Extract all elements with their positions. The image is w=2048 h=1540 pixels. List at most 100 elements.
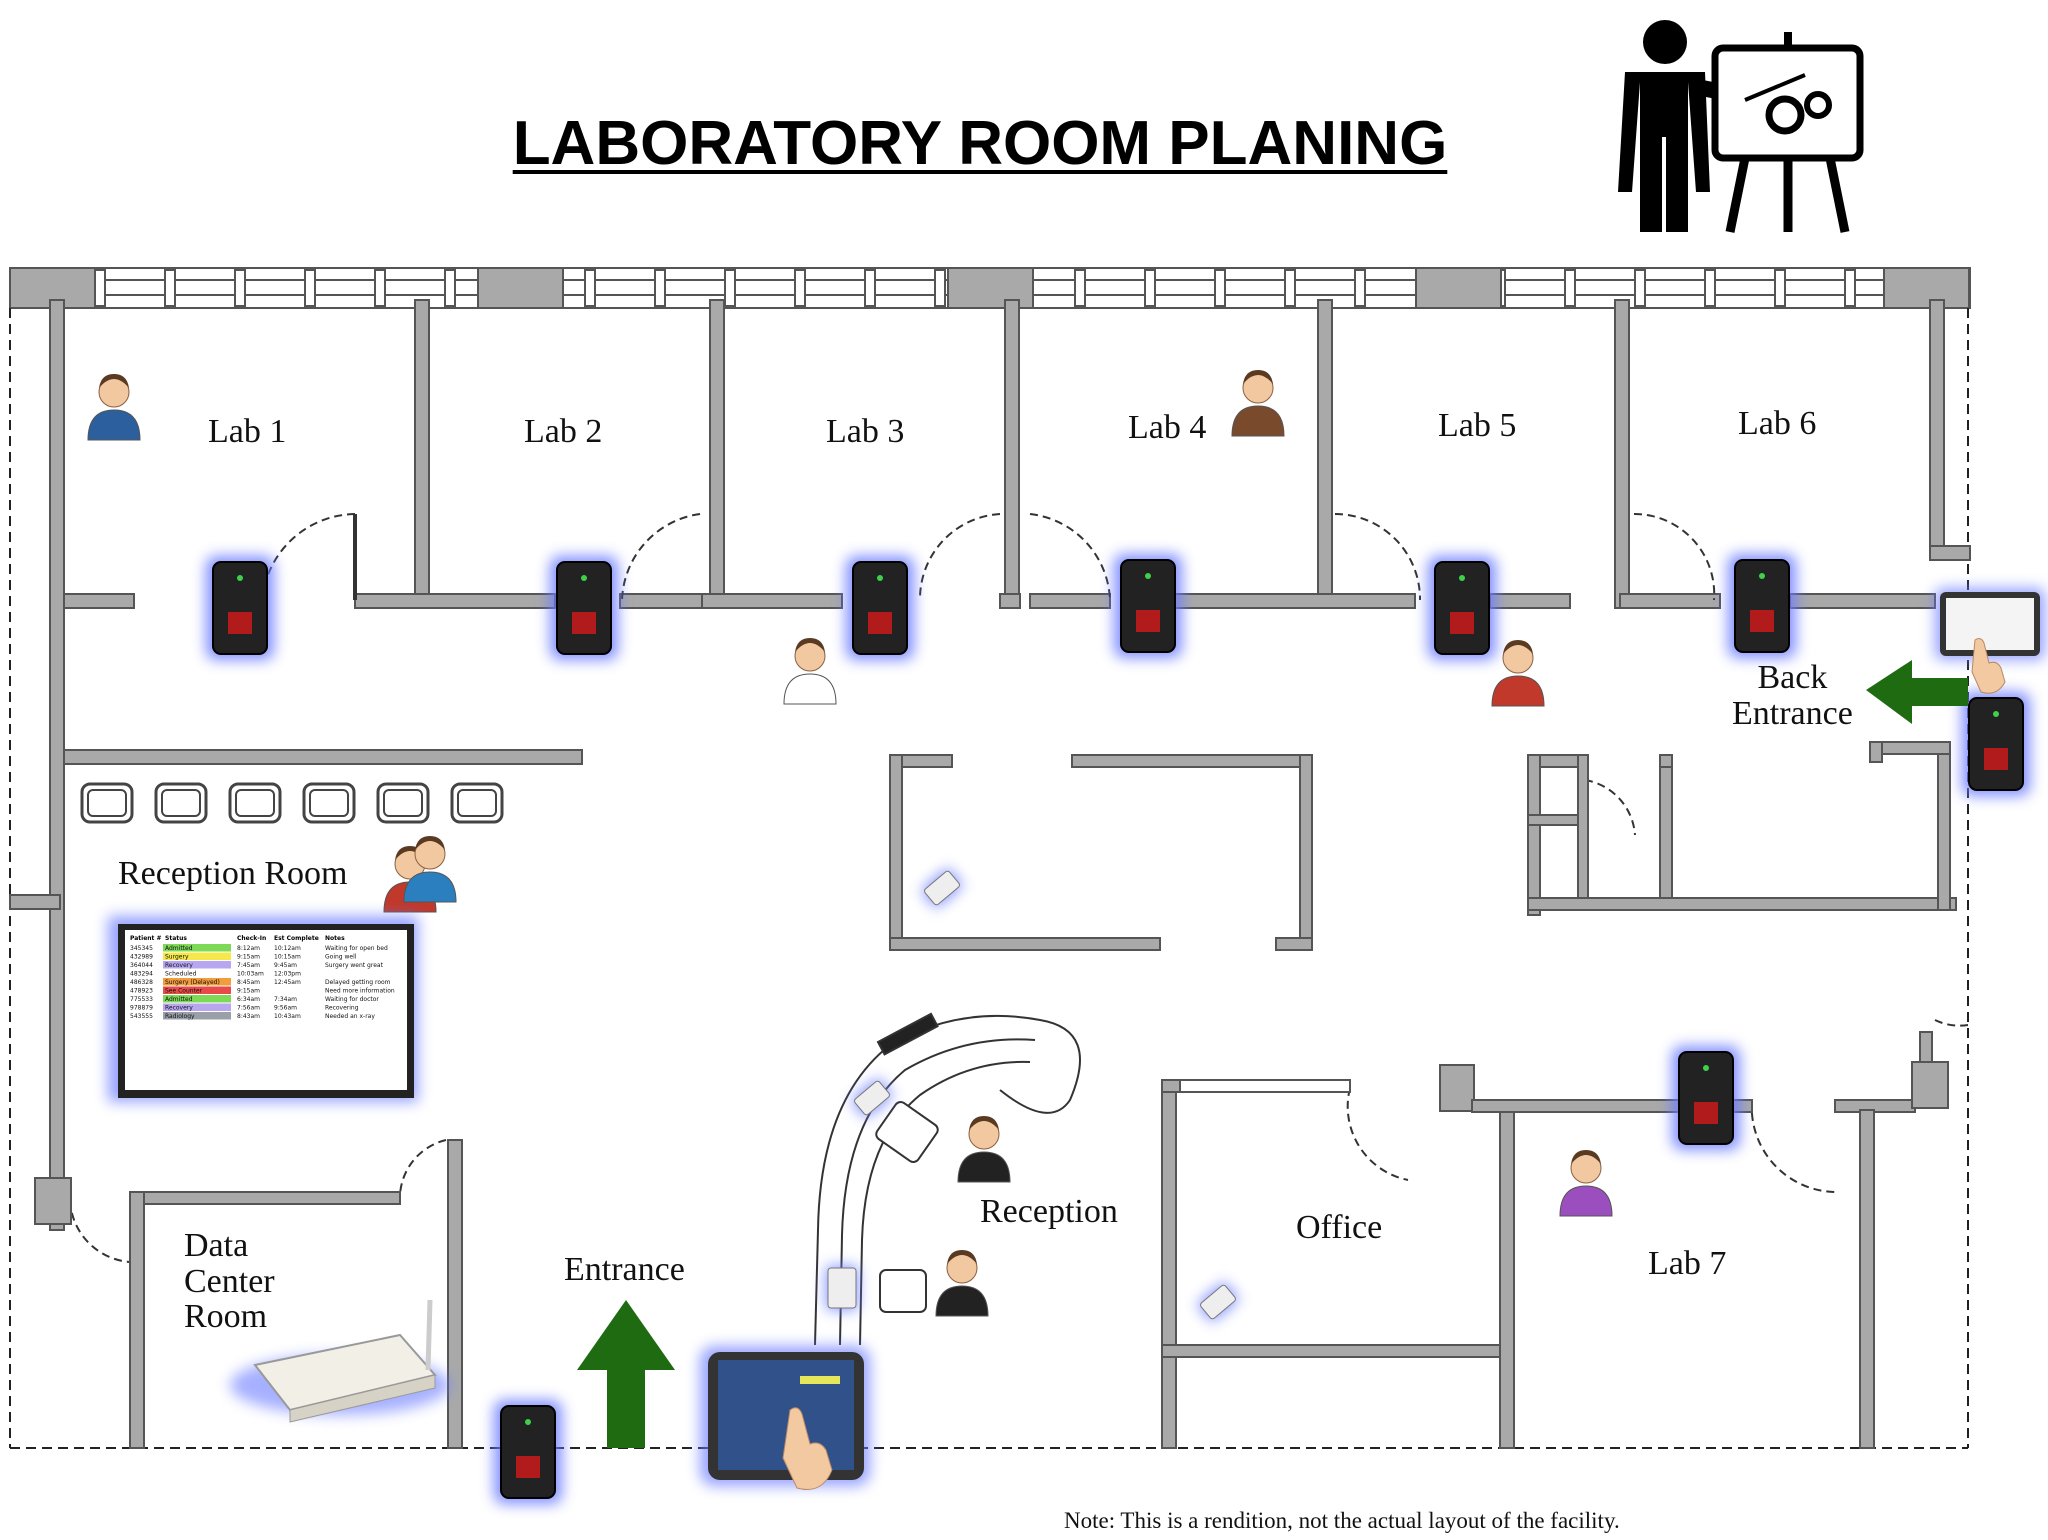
- door-swings: [69, 512, 1969, 1263]
- status-board-cell: 7:56am: [237, 1005, 260, 1012]
- rfid-reader-icon: [1672, 1046, 1740, 1150]
- status-board-cell: 432989: [130, 954, 153, 961]
- status-board-cell: 7:45am: [237, 962, 260, 969]
- person-icon: [403, 836, 457, 903]
- status-board-cell: 775533: [130, 996, 153, 1003]
- lab-5-label: Lab 5: [1438, 407, 1517, 444]
- status-board-cell: Admitted: [165, 945, 193, 952]
- status-board-row: 432989 Surgery 9:15am 10:15am Going well: [130, 952, 357, 961]
- lab-2-label: Lab 2: [524, 413, 603, 450]
- rfid-reader-icon: [1114, 554, 1182, 658]
- status-board-cell: Waiting for open bed: [325, 945, 388, 952]
- status-board-cell: 10:12am: [274, 945, 301, 952]
- status-board-cell: Radiology: [165, 1013, 195, 1020]
- status-board-cell: 6:34am: [237, 996, 260, 1003]
- person-icon: [87, 374, 141, 441]
- lab-6-label: Lab 6: [1738, 405, 1817, 442]
- rfid-reader-icon: [550, 556, 618, 660]
- bottom-walls: [34, 1031, 1949, 1449]
- status-board-cell: 10:15am: [274, 954, 301, 961]
- waiting-chairs: [80, 782, 504, 824]
- status-board-cell: 8:12am: [237, 945, 260, 952]
- status-board-cell: 8:45am: [237, 979, 260, 986]
- badge-devices: [826, 868, 1239, 1322]
- monitor-icon: Patient #Status Check-In Est Complete Notes…: [108, 916, 418, 1102]
- desk-chairs: [875, 1100, 939, 1313]
- rfid-reader-icon: [1428, 556, 1496, 660]
- person-icon: [935, 1250, 989, 1317]
- rfid-readers: [206, 554, 2030, 1504]
- tablet-icon: [700, 1346, 870, 1490]
- chair-icon: [154, 782, 208, 824]
- people: [87, 370, 1613, 1317]
- status-board-cell: 10:43am: [274, 1013, 301, 1020]
- status-board-cell: 12:45am: [274, 979, 301, 986]
- status-board-cell: Scheduled: [165, 971, 197, 978]
- status-board-cell: 9:15am: [237, 988, 260, 995]
- rfid-reader-icon: [846, 556, 914, 660]
- status-board-cell: 9:15am: [237, 954, 260, 961]
- status-board-cell: 8:43am: [237, 1013, 260, 1020]
- status-board-row: 483294 Scheduled 10:03am 12:03pm: [130, 969, 301, 978]
- page-title: LABORATORY ROOM PLANING: [512, 109, 1448, 178]
- status-board-cell: Recovery: [165, 1005, 193, 1012]
- person-icon: [1559, 1150, 1613, 1217]
- status-board-cell: 478923: [130, 988, 153, 995]
- lab-3-label: Lab 3: [826, 413, 905, 450]
- presenter-icon: [1618, 20, 1864, 233]
- status-board-cell: Surgery went great: [325, 962, 384, 969]
- reception-desk: [814, 1012, 1081, 1346]
- status-board-cell: 10:03am: [237, 971, 264, 978]
- status-board-header-cell: Patient #: [130, 935, 162, 942]
- status-board-cell: 9:56am: [274, 1005, 297, 1012]
- reception-label: Reception: [980, 1193, 1118, 1230]
- status-board-cell: Recovering: [325, 1005, 359, 1012]
- lab-4-label: Lab 4: [1128, 409, 1207, 446]
- status-board-header-cell: Status: [165, 935, 187, 942]
- status-board-cell: Surgery (Delayed): [165, 979, 220, 986]
- status-board-header: Patient #Status Check-In Est Complete Notes: [130, 935, 345, 942]
- status-board-cell: 364044: [130, 962, 153, 969]
- chair-icon: [302, 782, 356, 824]
- lab-1-label: Lab 1: [208, 413, 287, 450]
- status-board-cell: Delayed getting room: [325, 979, 391, 986]
- entrance-label: Entrance: [564, 1251, 685, 1288]
- status-board-cell: Waiting for doctor: [325, 996, 379, 1003]
- status-board-cell: 543555: [130, 1013, 153, 1020]
- center-rooms: [889, 741, 1957, 951]
- person-icon: [1231, 370, 1285, 437]
- rfid-reader-icon: [206, 556, 274, 660]
- status-board-header-cell: Est Complete: [274, 935, 319, 942]
- lab-7-label: Lab 7: [1648, 1245, 1727, 1282]
- status-board-cell: Going well: [325, 954, 357, 961]
- status-board-cell: 9:45am: [274, 962, 297, 969]
- person-icon: [957, 1116, 1011, 1183]
- status-board-header-cell: Check-In: [237, 935, 266, 942]
- data-center-label: Data Center Room: [184, 1227, 275, 1336]
- person-icon: [783, 638, 837, 705]
- chair-icon: [228, 782, 282, 824]
- lab-walls: [9, 299, 1971, 1231]
- status-board-row: 978879 Recovery 7:56am 9:56am Recovering: [130, 1003, 359, 1012]
- status-board-header-cell: Notes: [325, 935, 345, 942]
- top-wall: [9, 267, 1971, 309]
- status-board-row: 345345 Admitted 8:12am 10:12am Waiting for o…: [130, 944, 388, 952]
- status-board-cell: Surgery: [165, 954, 189, 961]
- person-icon: [1491, 640, 1545, 707]
- chair-icon: [450, 782, 504, 824]
- status-board-cell: 978879: [130, 1005, 153, 1012]
- status-board-cell: 483294: [130, 971, 153, 978]
- status-board-cell: 345345: [130, 945, 153, 952]
- outer-boundary: [9, 308, 1969, 1449]
- status-board-cell: 12:03pm: [274, 971, 301, 978]
- back-entrance-label: Back Entrance: [1732, 659, 1853, 732]
- rfid-reader-icon: [1728, 554, 1796, 658]
- arrow-up-icon: [577, 1300, 675, 1448]
- back-entrance-tablet-icon: [1935, 588, 2045, 694]
